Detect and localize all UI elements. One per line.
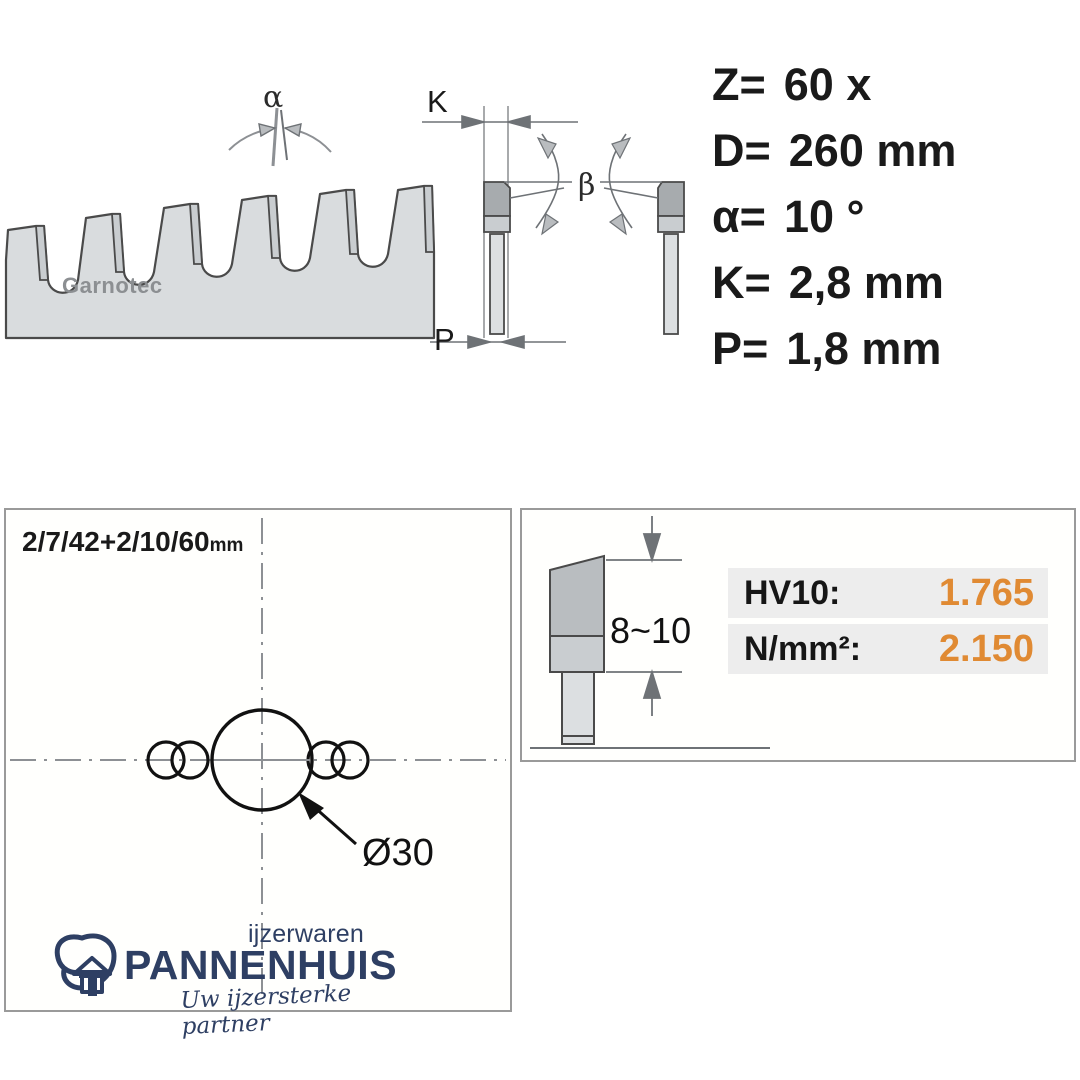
carbide-tips-group — [35, 185, 435, 281]
spec-value: 260 mm — [788, 125, 957, 176]
specification-list: Z= 60 x D= 260 mm α= 10 ° K= 2,8 mm P= 1… — [712, 52, 1042, 382]
bore-leader-arrow — [298, 792, 357, 846]
tooth-stem — [561, 671, 595, 745]
pin-hole-pattern-label: 2/7/42+2/10/60mm — [22, 526, 243, 558]
bore-diameter-callout: Ø30 — [362, 832, 434, 874]
tip-height-label: 8~10 — [610, 610, 692, 651]
spec-key: P= — [712, 323, 769, 374]
tooth-shoulder — [549, 635, 605, 673]
spec-row-plate-thickness: P= 1,8 mm — [712, 316, 1042, 382]
spec-row-hook-angle: α= 10 ° — [712, 184, 1042, 250]
hardness-value: 2.150 — [938, 627, 1034, 670]
hardness-row-nmm2: N/mm²: 2.150 — [728, 624, 1048, 674]
logo-tagline: Uw ijzersterke partner — [180, 980, 352, 1040]
pannenhuis-logo: ijzerwaren PANNENHUIS Uw ijzersterke par… — [52, 918, 397, 1040]
spec-value: 2,8 mm — [788, 257, 944, 308]
pin-holes-left — [146, 740, 210, 780]
garnotec-brand-text: Garnotec — [62, 273, 163, 298]
beta-angle-indicator — [504, 133, 662, 236]
pin-hole-pattern-value: 2/7/42+2/10/60 — [22, 526, 210, 557]
spec-key: K= — [712, 257, 771, 308]
bore-pattern-drawing — [10, 518, 506, 1002]
tooth-left — [483, 181, 511, 335]
spec-row-blade-diameter: D= 260 mm — [712, 118, 1042, 184]
hardness-value: 1.765 — [938, 571, 1034, 614]
hardness-row-hv10: HV10: 1.765 — [728, 568, 1048, 618]
bore-circle — [210, 708, 314, 812]
alpha-symbol-label: α — [263, 80, 284, 115]
plate-dimension — [430, 334, 566, 350]
saw-blade-profile-diagram — [4, 184, 436, 340]
carbide-tip-shape — [549, 554, 605, 637]
beta-symbol-label: β — [578, 168, 596, 203]
pannenhuis-logo-mark — [54, 933, 117, 996]
spec-row-tooth-count: Z= 60 x — [712, 52, 1042, 118]
logo-top-word: ijzerwaren — [248, 920, 364, 948]
spec-value: 1,8 mm — [786, 323, 942, 374]
hardness-table: HV10: 1.765 N/mm²: 2.150 — [728, 568, 1048, 680]
spec-value: 60 x — [783, 59, 872, 110]
spec-key: Z= — [712, 59, 766, 110]
tooth-right — [657, 181, 685, 335]
hardness-label: N/mm²: — [744, 629, 862, 668]
tip-height-dimension — [606, 516, 682, 716]
pin-hole-pattern-unit: mm — [209, 535, 244, 556]
tooth-cross-section-diagram — [422, 106, 685, 350]
spec-key: D= — [712, 125, 771, 176]
logo-main-word: PANNENHUIS — [124, 942, 398, 988]
plate-letter-label: P — [434, 322, 455, 357]
alpha-angle-indicator — [228, 107, 332, 167]
spec-key: α= — [712, 191, 766, 242]
hardness-label: HV10: — [744, 573, 841, 612]
tooth-tip-height-diagram — [530, 516, 770, 749]
blade-silhouette — [4, 184, 436, 340]
spec-row-kerf-width: K= 2,8 mm — [712, 250, 1042, 316]
spec-value: 10 ° — [783, 191, 865, 242]
kerf-letter-label: K — [427, 84, 448, 119]
